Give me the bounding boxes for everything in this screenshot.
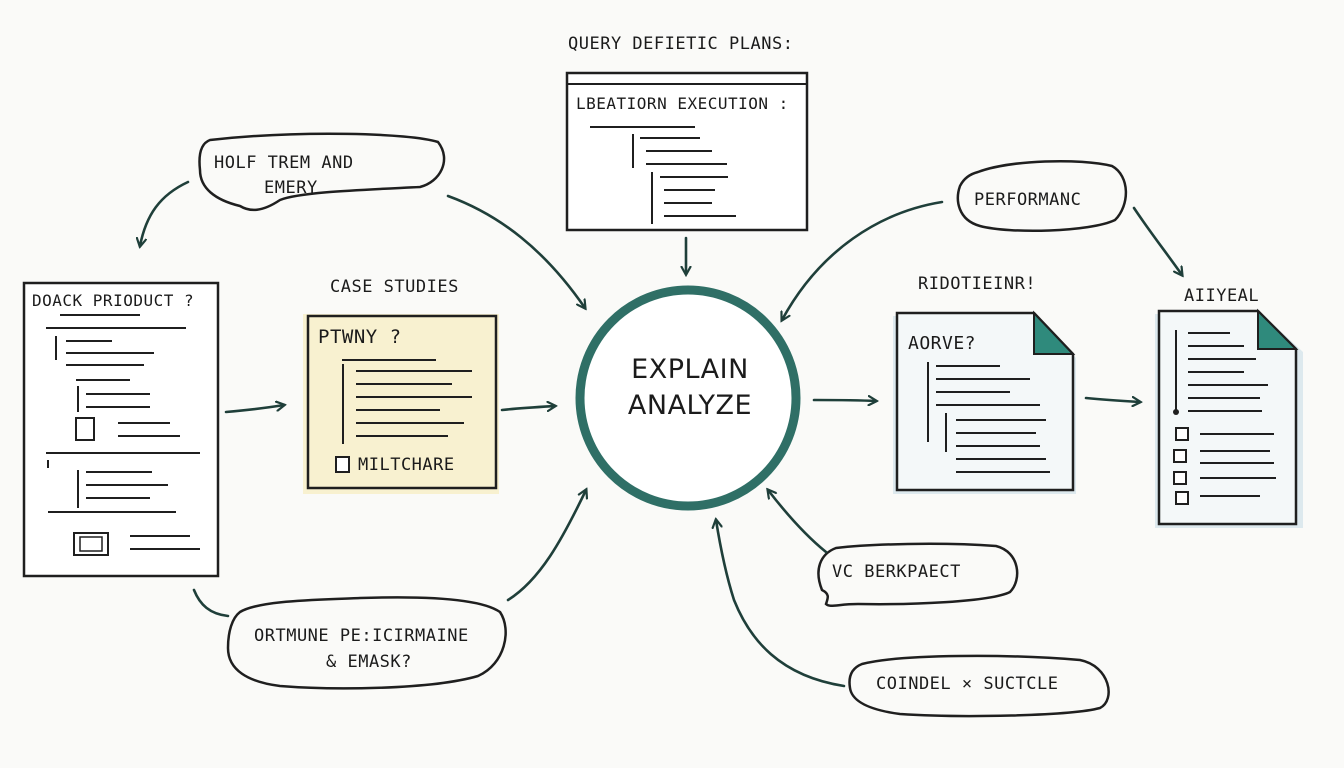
center-label-line1: EXPLAIN — [631, 354, 749, 385]
arrow-rightdoc1-to-rightdoc2 — [1084, 398, 1140, 402]
top-doc-title: QUERY DEFIETIC PLANS: — [568, 34, 794, 54]
left-doc — [22, 281, 220, 578]
top-doc — [565, 71, 809, 232]
right-doc-2 — [1155, 308, 1303, 528]
explain-analyze-circle — [575, 285, 801, 511]
right-doc-1 — [893, 310, 1076, 494]
bubble-ortmune-outline — [226, 596, 507, 690]
arrow-case-to-center — [500, 406, 555, 410]
bubble-holf-line1: HOLF TREM AND — [214, 153, 354, 173]
arrow-ortmune-to-center — [506, 490, 586, 602]
arrow-holf-to-center — [446, 194, 585, 308]
bubble-holf-outline — [198, 132, 446, 212]
center-label: EXPLAIN ANALYZE — [610, 352, 770, 424]
arrow-vc-to-center — [768, 490, 828, 554]
top-doc-heading: LBEATIORN EXECUTION : — [576, 94, 789, 113]
bubble-ortmune-line1: ORTMUNE PE:ICIRMAINE — [254, 626, 469, 646]
left-doc-heading: DOACK PRIODUCT ? — [32, 291, 195, 310]
right-doc1-heading: AORVE? — [908, 333, 977, 354]
right-doc2-title: AIIYEAL — [1184, 286, 1260, 306]
right-doc1-title: RIDOTIEINR! — [918, 274, 1037, 294]
bubble-performance-outline — [956, 159, 1128, 233]
arrow-performance-to-center — [782, 200, 944, 320]
case-studies-heading: PTWNY ? — [318, 326, 402, 348]
arrow-coindel-to-center — [716, 520, 846, 688]
arrow-holf-to-leftdoc — [140, 180, 190, 246]
bubble-coindel-outline — [848, 654, 1110, 718]
arrow-center-to-rightdoc1 — [812, 400, 876, 401]
bubble-performance-text: PERFORMANC — [974, 190, 1082, 210]
arrow-leftdoc-to-case — [224, 405, 284, 414]
bubble-vc-outline — [817, 542, 1019, 608]
bubble-holf-line2: EMERY — [264, 178, 318, 198]
bubble-vc-text: VC BERKPAECT — [832, 562, 961, 582]
case-studies-doc — [303, 314, 499, 494]
center-label-line2: ANALYZE — [627, 390, 753, 421]
bubble-coindel-text: COINDEL × SUCTCLE — [876, 674, 1059, 694]
case-studies-title: CASE STUDIES — [330, 277, 459, 297]
bubble-ortmune-line2: & EMASK? — [326, 652, 412, 672]
case-studies-footer: MILTCHARE — [358, 455, 455, 475]
arrow-leftdoc-to-ortmune — [192, 588, 230, 618]
arrow-performance-to-rightdoc2 — [1132, 206, 1182, 275]
